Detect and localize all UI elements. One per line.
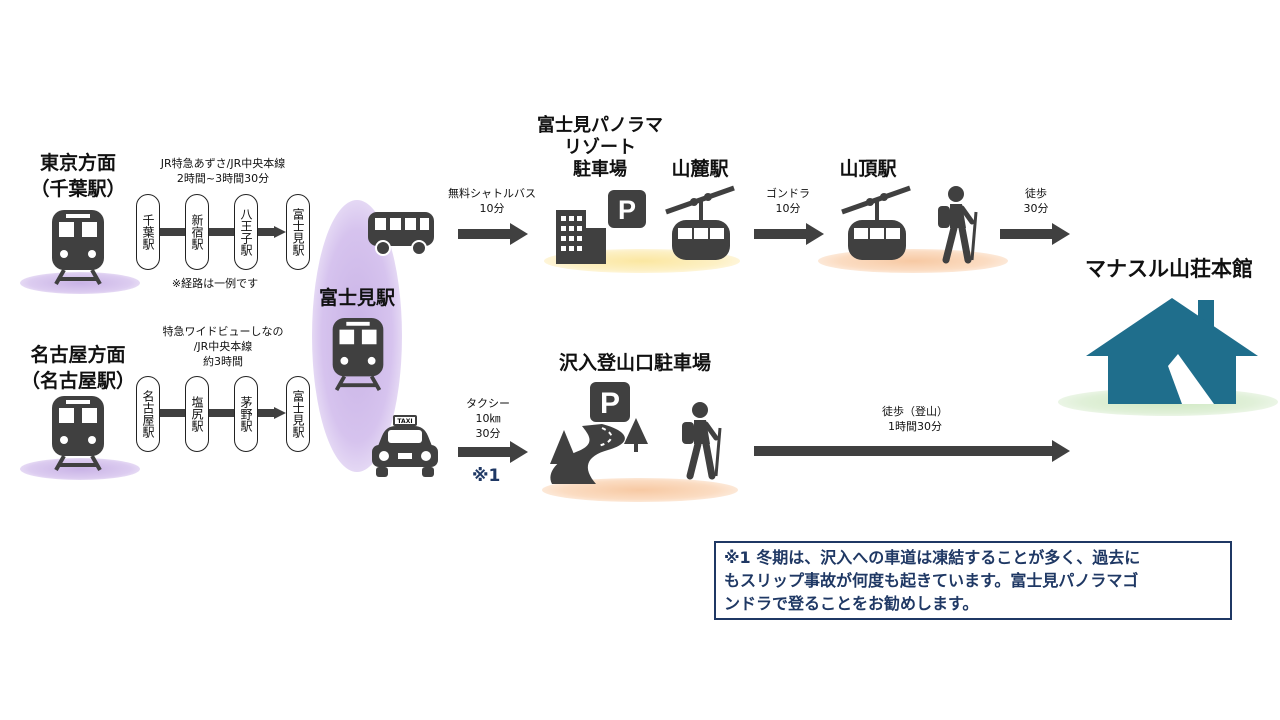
origin-nagoya: 名古屋方面 （名古屋駅） (20, 344, 135, 392)
gondola-arrow (754, 223, 824, 245)
tokyo-route-connectors (160, 226, 286, 238)
train-icon (52, 396, 104, 471)
nagoya-route-service: 特急ワイドビューしなの /JR中央本線 約3時間 (162, 325, 284, 368)
gondola-label: ゴンドラ 10分 (766, 187, 810, 215)
walk-bottom-label: 徒歩（登山） 1時間30分 (882, 405, 948, 433)
taxi-icon (372, 415, 438, 477)
nagoya-route-connectors (160, 407, 286, 419)
svg-text:P: P (600, 387, 620, 420)
bus-icon (368, 212, 434, 256)
shuttle-arrow (458, 223, 528, 245)
shuttle-label: 無料シャトルバス 10分 (448, 187, 536, 215)
taxi-label: タクシー 10㎞ 30分 (466, 397, 510, 440)
tokyo-train-glow (20, 272, 140, 294)
winter-warning-note: ※1 冬期は、沢入への車道は凍結することが多く、過去に もスリップ事故が何度も起… (714, 541, 1232, 620)
base-station-label: 山麓駅 (671, 158, 729, 180)
destination-label: マナスル山荘本館 (1085, 257, 1253, 281)
gondola-icon (841, 185, 911, 260)
tokyo-route-note: ※経路は一例です (171, 277, 259, 290)
house-icon (1086, 298, 1258, 404)
station-pill: 富士見駅 (286, 376, 310, 452)
resort-parking-label: 富士見パノラマ リゾート 駐車場 (537, 115, 663, 180)
origin-tokyo: 東京方面 （千葉駅） (30, 152, 126, 200)
station-pill: 千葉駅 (136, 194, 160, 270)
station-pill: 名古屋駅 (136, 376, 160, 452)
nagoya-train-glow (20, 458, 140, 480)
walk-top-label: 徒歩 30分 (1023, 187, 1049, 215)
train-icon (332, 317, 384, 392)
svg-text:P: P (618, 195, 636, 225)
station-pill: 富士見駅 (286, 194, 310, 270)
gondola-icon (665, 185, 735, 260)
hub-station-label: 富士見駅 (318, 287, 395, 309)
summit-station-label: 山頂駅 (839, 158, 897, 180)
hiker-icon (938, 186, 978, 264)
tokyo-route-service: JR特急あずさ/JR中央本線 2時間~3時間30分 (160, 157, 286, 185)
station-pill: 塩尻駅 (185, 376, 209, 452)
train-icon (52, 210, 104, 285)
hiker-icon (682, 402, 722, 480)
walk-bottom-arrow (754, 440, 1070, 462)
walk-top-arrow (1000, 223, 1070, 245)
station-pill: 新宿駅 (185, 194, 209, 270)
summit-glow (818, 249, 1008, 273)
taxi-footnote-ref: ※1 (472, 466, 501, 486)
station-pill: 八王子駅 (234, 194, 258, 270)
trees-road-icon: P (550, 382, 648, 484)
taxi-arrow (458, 441, 528, 463)
station-pill: 茅野駅 (234, 376, 258, 452)
trailhead-parking-label: 沢入登山口駐車場 (558, 352, 711, 374)
parking-icon: P (608, 190, 646, 228)
building-icon (556, 210, 606, 264)
taxi-sign-text: TAXI (397, 418, 413, 425)
